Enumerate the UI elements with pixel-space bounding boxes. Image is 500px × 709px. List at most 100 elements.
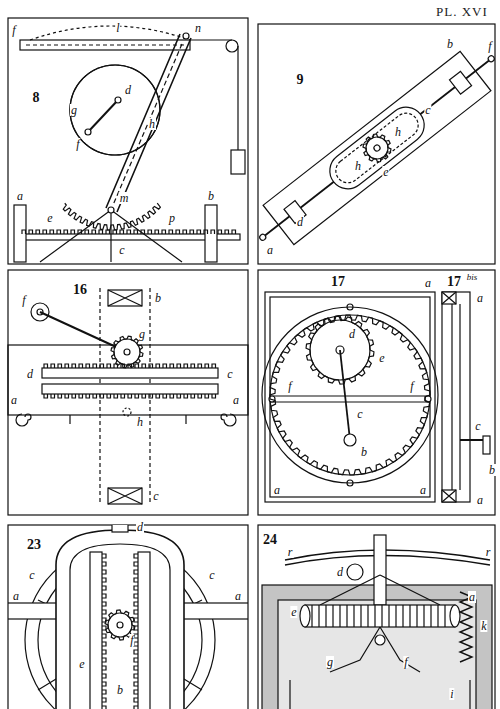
part-letter: r <box>287 546 294 558</box>
rack <box>90 552 102 709</box>
block-cross <box>108 488 142 504</box>
plate-number: PL. XVI <box>434 4 490 20</box>
part-letter: d <box>336 566 344 578</box>
frame <box>265 292 435 502</box>
annular-wheel-rim <box>270 315 430 475</box>
panel-frame <box>258 525 495 709</box>
part-letter: c <box>118 244 125 256</box>
gear-teeth <box>306 316 374 384</box>
part-letter: f <box>21 294 26 306</box>
part-letter: g <box>138 328 146 340</box>
figure-number: 8 <box>32 91 41 105</box>
top-lever <box>285 550 490 565</box>
slotted-bar <box>20 40 190 50</box>
arch-inner <box>70 544 170 709</box>
panel-frame <box>8 18 248 264</box>
part-letter: f <box>403 656 408 668</box>
arch-frame <box>56 530 184 709</box>
scroll-foot <box>16 414 31 426</box>
part-letter: e <box>382 166 389 178</box>
figure-17 <box>258 270 495 515</box>
bearing <box>449 71 471 94</box>
part-letter: c <box>424 104 431 116</box>
part-letter: e <box>378 352 385 364</box>
rivet <box>347 480 353 486</box>
pinion <box>114 339 140 365</box>
figure-23 <box>8 525 248 709</box>
gauge <box>347 564 363 580</box>
part-letter: e <box>290 606 297 618</box>
cord <box>190 39 232 40</box>
weight <box>231 150 245 174</box>
panel-frame <box>8 525 248 709</box>
part-letter: f <box>129 634 134 646</box>
crank <box>460 439 483 441</box>
part-letter: b <box>154 292 162 304</box>
block <box>108 290 142 306</box>
pinion-hub <box>117 622 123 628</box>
lower-pin <box>123 408 131 416</box>
oval-rack <box>331 108 423 187</box>
rivet <box>347 304 353 310</box>
rack <box>138 552 150 709</box>
figure-23 <box>8 522 248 709</box>
pinion-hub <box>124 349 130 355</box>
part-letter: c <box>474 420 481 432</box>
figure-number: 9 <box>296 73 305 87</box>
rack-teeth <box>22 230 236 234</box>
part-letter: f <box>409 380 414 392</box>
gear-teeth <box>270 315 430 475</box>
gear-teeth <box>357 128 396 167</box>
cross-bar <box>270 401 430 402</box>
post <box>14 205 26 262</box>
part-letter: e <box>78 658 85 670</box>
figure-number: 23 <box>26 538 42 552</box>
frame-plate <box>263 51 491 244</box>
rack-teeth <box>44 364 216 368</box>
part-letter: h <box>354 160 362 172</box>
rack-teeth <box>134 554 138 709</box>
lever <box>106 34 191 212</box>
corner-cross <box>442 490 456 502</box>
shaft <box>263 59 492 238</box>
part-letter: c <box>28 569 35 581</box>
side-view-line <box>459 304 460 490</box>
figure-number: 16 <box>72 283 88 297</box>
shaft-end <box>259 233 267 241</box>
crank-pin <box>85 129 91 135</box>
rack-teeth <box>44 394 216 398</box>
part-letter: a <box>16 190 24 202</box>
pivot <box>183 33 189 39</box>
part-letter: d <box>124 84 132 96</box>
part-letter: b <box>488 464 496 476</box>
part-letter: e <box>46 212 53 224</box>
part-letter: c <box>226 368 233 380</box>
trestle <box>40 210 182 262</box>
cylinder-ribs <box>312 605 445 627</box>
figure-24 <box>258 525 495 709</box>
figure-number: 17 <box>330 275 346 289</box>
arm <box>340 350 350 440</box>
part-letter: a <box>424 277 432 289</box>
linkage <box>330 627 420 672</box>
figure-number: 24 <box>262 533 278 547</box>
cylinder <box>305 605 455 627</box>
part-letter: b <box>360 446 368 458</box>
part-letter: m <box>119 192 130 204</box>
pivot <box>375 635 385 645</box>
figure-9 <box>245 37 500 259</box>
part-letter: b <box>116 684 124 696</box>
part-letter: c <box>152 490 159 502</box>
crank-pin <box>37 309 43 315</box>
lever-slot <box>113 44 182 205</box>
part-letter: f <box>487 40 492 52</box>
part-letter: d <box>348 328 356 340</box>
panel-frame <box>258 270 495 515</box>
part-letter: h <box>136 416 144 428</box>
part-letter: g <box>70 104 78 116</box>
pinion-hub <box>373 144 381 152</box>
figure-number: 17 <box>446 275 462 289</box>
corner-block <box>442 292 456 304</box>
corner-block <box>442 490 456 502</box>
figure-9 <box>245 24 500 264</box>
